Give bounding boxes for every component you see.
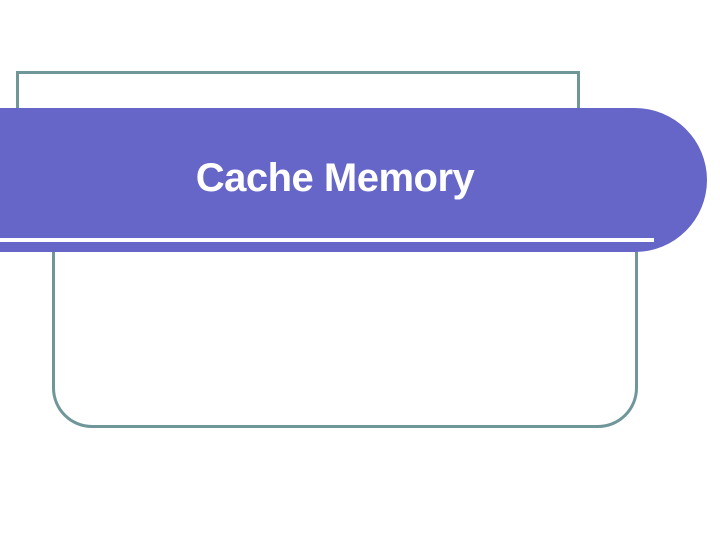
top-frame-outline [16, 71, 580, 131]
title-banner [0, 108, 707, 252]
banner-underline [0, 238, 654, 242]
slide-title: Cache Memory [195, 155, 475, 200]
